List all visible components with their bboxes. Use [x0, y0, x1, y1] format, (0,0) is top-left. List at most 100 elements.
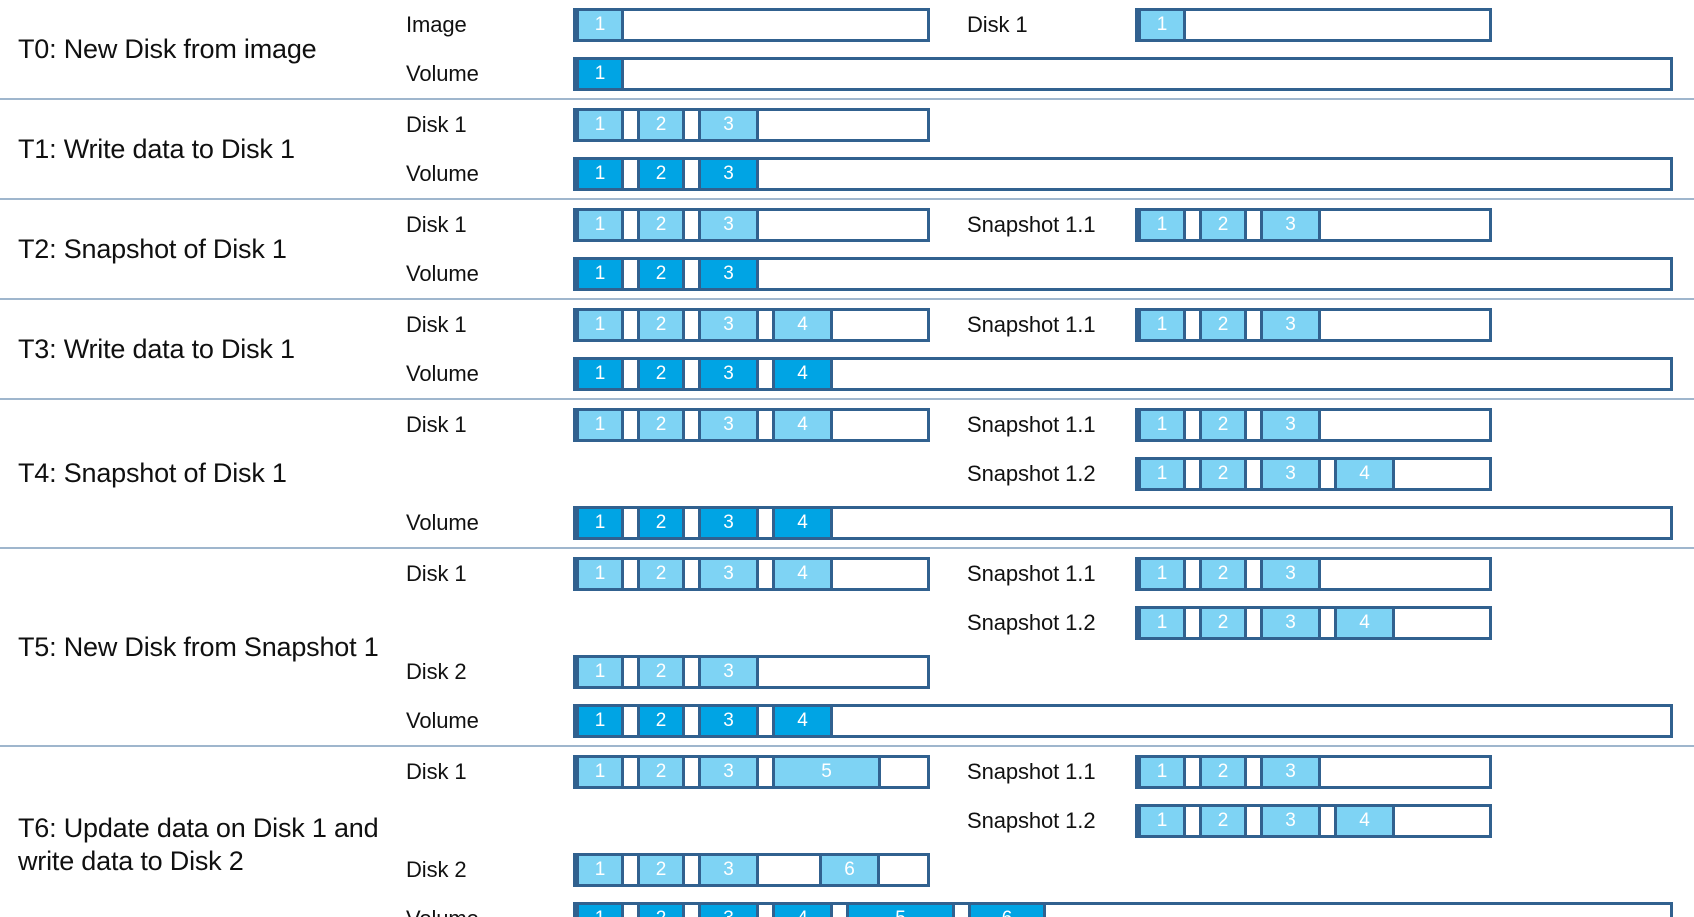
row-label-volume: Volume	[406, 260, 479, 286]
row-label-volume: Volume	[406, 707, 479, 733]
data-block-4: 4	[772, 356, 833, 391]
row-label-disk-1: Disk 1	[967, 11, 1028, 37]
row-label-disk-1: Disk 1	[406, 411, 467, 437]
data-block-2: 2	[1199, 407, 1247, 442]
data-block-4: 4	[1334, 605, 1395, 640]
data-block-3: 3	[1260, 307, 1321, 342]
row-label-snapshot-1-2: Snapshot 1.2	[967, 609, 1096, 635]
bar-track-volume: 1	[573, 56, 1673, 91]
data-block-4: 4	[772, 901, 833, 917]
data-block-2: 2	[637, 107, 685, 142]
row-label-volume: Volume	[406, 360, 479, 386]
data-block-2: 2	[637, 356, 685, 391]
row-label-volume: Volume	[406, 906, 479, 917]
data-block-2: 2	[1199, 754, 1247, 789]
data-block-2: 2	[637, 207, 685, 242]
data-block-2: 2	[637, 852, 685, 887]
row-label-disk-1: Disk 1	[406, 211, 467, 237]
bar-track-disk-1: 1	[1135, 7, 1492, 42]
data-block-6: 6	[968, 901, 1046, 917]
row-label-image: Image	[406, 11, 467, 37]
row-label-disk-1: Disk 1	[406, 758, 467, 784]
data-block-4: 4	[772, 703, 833, 738]
data-block-1: 1	[576, 901, 624, 917]
data-block-1: 1	[576, 754, 624, 789]
row-label-disk-2: Disk 2	[406, 856, 467, 882]
data-block-1: 1	[576, 7, 624, 42]
data-block-2: 2	[637, 754, 685, 789]
data-block-2: 2	[637, 407, 685, 442]
data-block-1: 1	[1138, 307, 1186, 342]
row-label-disk-1: Disk 1	[406, 560, 467, 586]
data-block-1: 1	[576, 207, 624, 242]
data-block-3: 3	[698, 901, 759, 917]
row-label-snapshot-1-1: Snapshot 1.1	[967, 758, 1096, 784]
data-block-3: 3	[698, 256, 759, 291]
row-label-disk-2: Disk 2	[406, 658, 467, 684]
data-block-3: 3	[698, 307, 759, 342]
data-block-3: 3	[1260, 456, 1321, 491]
step-title-t1: T1: Write data to Disk 1	[18, 133, 295, 164]
bar-line: Volume 123456	[0, 894, 1694, 917]
data-block-4: 4	[772, 556, 833, 591]
data-block-1: 1	[576, 156, 624, 191]
row-label-volume: Volume	[406, 160, 479, 186]
data-block-3: 3	[1260, 754, 1321, 789]
step-title-t2: T2: Snapshot of Disk 1	[18, 233, 287, 264]
data-block-1: 1	[576, 56, 624, 91]
data-block-1: 1	[576, 407, 624, 442]
data-block-1: 1	[1138, 556, 1186, 591]
row-label-snapshot-1-1: Snapshot 1.1	[967, 560, 1096, 586]
row-label-disk-1: Disk 1	[406, 311, 467, 337]
data-block-2: 2	[637, 654, 685, 689]
data-block-1: 1	[576, 256, 624, 291]
data-block-2: 2	[1199, 307, 1247, 342]
data-block-3: 3	[698, 654, 759, 689]
bar-track-image: 1	[573, 7, 930, 42]
bar-track-volume: 123456	[573, 901, 1673, 917]
data-block-1: 1	[576, 556, 624, 591]
data-block-1: 1	[1138, 407, 1186, 442]
data-block-4: 4	[772, 407, 833, 442]
data-block-2: 2	[637, 505, 685, 540]
step-title-t0: T0: New Disk from image	[18, 33, 317, 64]
data-block-3: 3	[698, 852, 759, 887]
data-block-2: 2	[1199, 803, 1247, 838]
data-block-1: 1	[1138, 207, 1186, 242]
row-label-disk-1: Disk 1	[406, 111, 467, 137]
data-block-2: 2	[1199, 456, 1247, 491]
data-block-1: 1	[576, 654, 624, 689]
data-block-2: 2	[637, 703, 685, 738]
